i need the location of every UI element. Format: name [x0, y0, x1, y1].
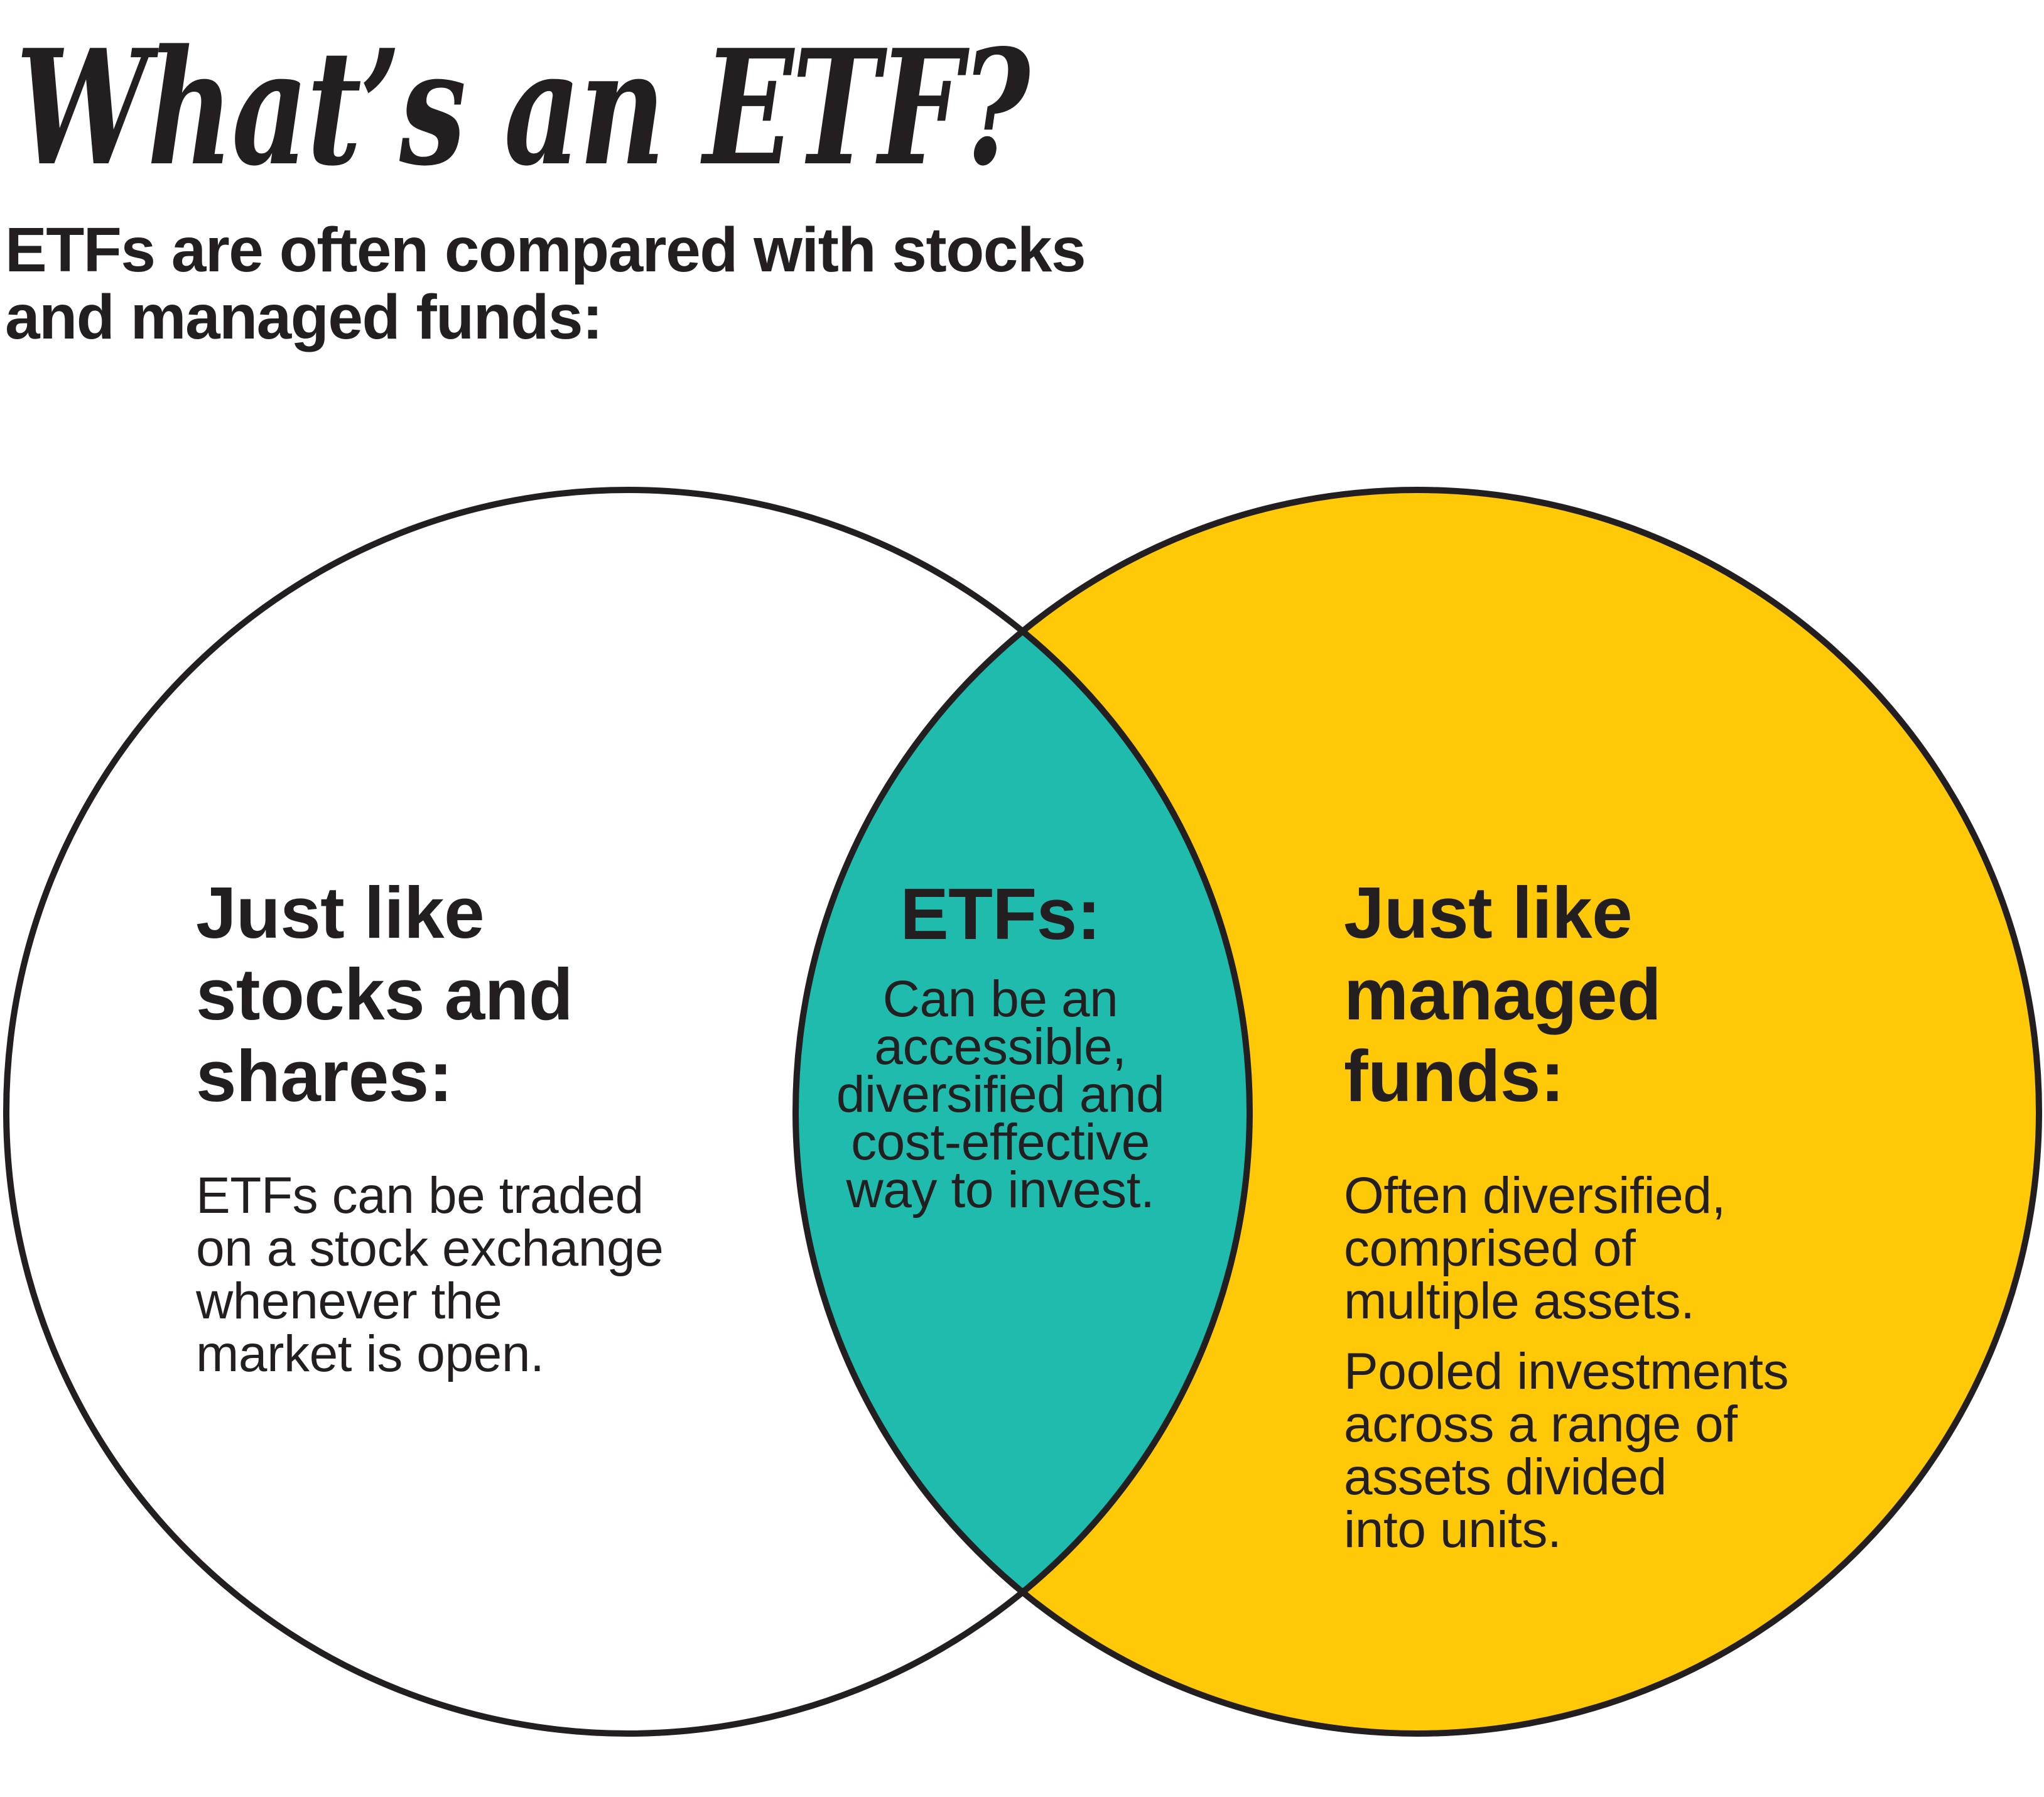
stocks-circle-outline — [3, 487, 1253, 1737]
etf-overlap-heading: ETFs: — [900, 873, 1101, 955]
etf-overlap-body: Can be an accessible, diversified and co… — [836, 970, 1165, 1219]
funds-zone-body-paragraph-1: Often diversified, comprised of multiple… — [1344, 1167, 1726, 1330]
funds-zone-body-paragraph-2: Pooled investments across a range of ass… — [1344, 1343, 1789, 1558]
page-title: What’s an ETF? — [16, 15, 1030, 201]
overlap-lens-fill — [796, 490, 1250, 1734]
funds-zone-heading: Just like managed funds: — [1344, 872, 1662, 1117]
funds-circle-outline — [792, 487, 2042, 1737]
stocks-zone-body: ETFs can be traded on a stock exchange w… — [196, 1167, 664, 1382]
stocks-zone-heading: Just like stocks and shares: — [196, 872, 573, 1117]
page-subtitle: ETFs are often compared with stocks and … — [5, 215, 1086, 352]
